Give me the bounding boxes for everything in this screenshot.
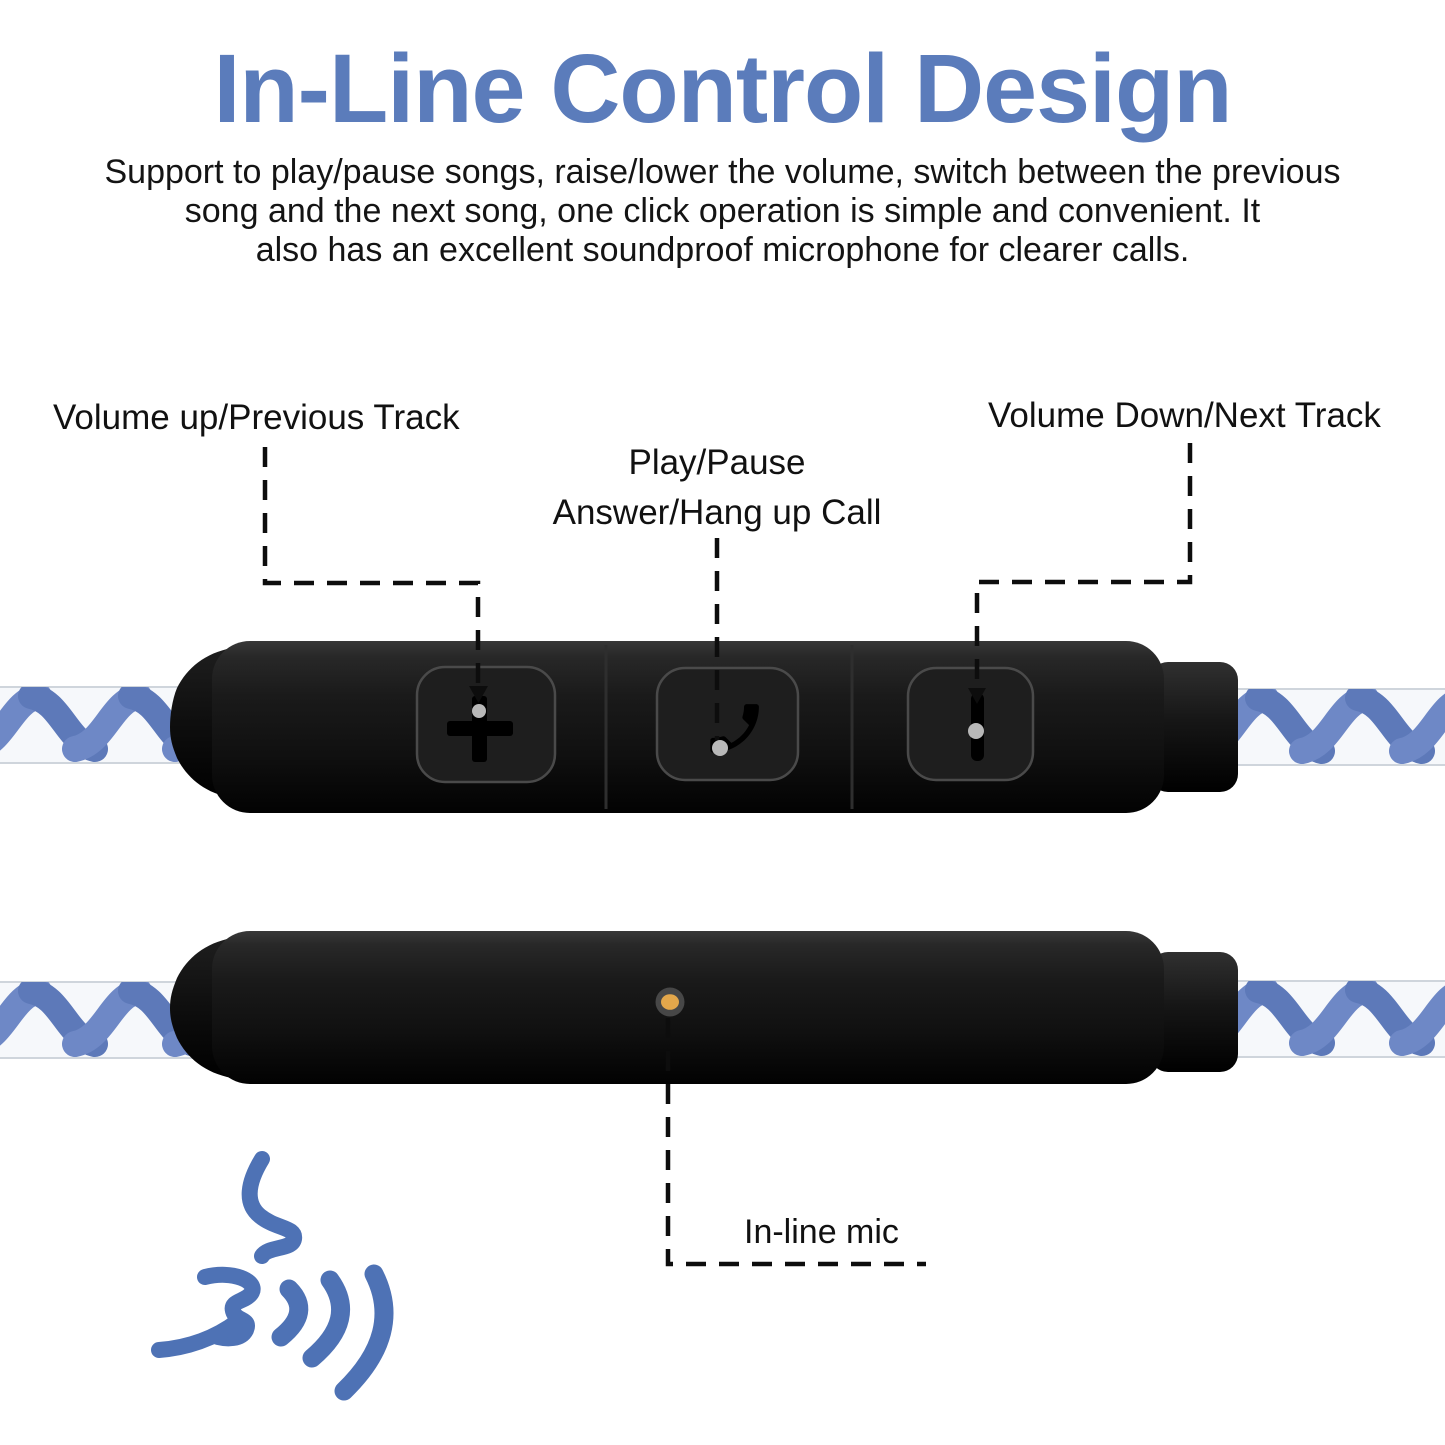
speaking-face-icon — [151, 1151, 394, 1401]
cable-top-right — [1211, 688, 1445, 766]
callout-inline-mic — [665, 1018, 926, 1267]
callout-dot-volume-down — [968, 723, 984, 739]
volume-up-button — [415, 665, 557, 784]
mic-hole-dot — [655, 987, 685, 1017]
remote-body — [212, 931, 1164, 1084]
label-play-pause: Play/Pause — [628, 443, 806, 482]
label-answer-hang-up-call: Answer/Hang up Call — [552, 493, 882, 532]
description-line-2: song and the next song, one click operat… — [184, 192, 1261, 230]
page-title: In-Line Control Design — [213, 34, 1232, 143]
label-in-line-mic: In-line mic — [744, 1213, 899, 1251]
sound-wave-small — [271, 1279, 309, 1347]
cable-bottom-right — [1211, 980, 1445, 1058]
volume-down-button — [906, 666, 1035, 782]
callout-dot-play-pause — [712, 740, 728, 756]
callout-arrow-volume-up — [469, 686, 488, 703]
description-line-3: also has an excellent soundproof microph… — [255, 231, 1190, 269]
description-line-1: Support to play/pause songs, raise/lower… — [104, 153, 1341, 191]
strain-relief-right — [1150, 952, 1238, 1072]
sound-wave-large — [334, 1264, 394, 1401]
strain-relief-right — [1150, 662, 1238, 792]
callout-volume-up — [262, 447, 481, 686]
description: Support to play/pause songs, raise/lower… — [0, 153, 1445, 270]
inline-remote-back — [170, 931, 1238, 1084]
callout-volume-down — [974, 443, 1193, 688]
play-pause-button — [655, 666, 800, 782]
label-volume-down-next-track: Volume Down/Next Track — [988, 396, 1381, 435]
callouts — [262, 443, 1193, 1267]
label-volume-up-previous-track: Volume up/Previous Track — [53, 398, 460, 437]
sound-wave-medium — [302, 1270, 351, 1368]
callout-arrow-volume-down — [968, 688, 986, 704]
callout-dot-volume-up — [472, 704, 486, 718]
inline-remote-front — [170, 641, 1238, 813]
